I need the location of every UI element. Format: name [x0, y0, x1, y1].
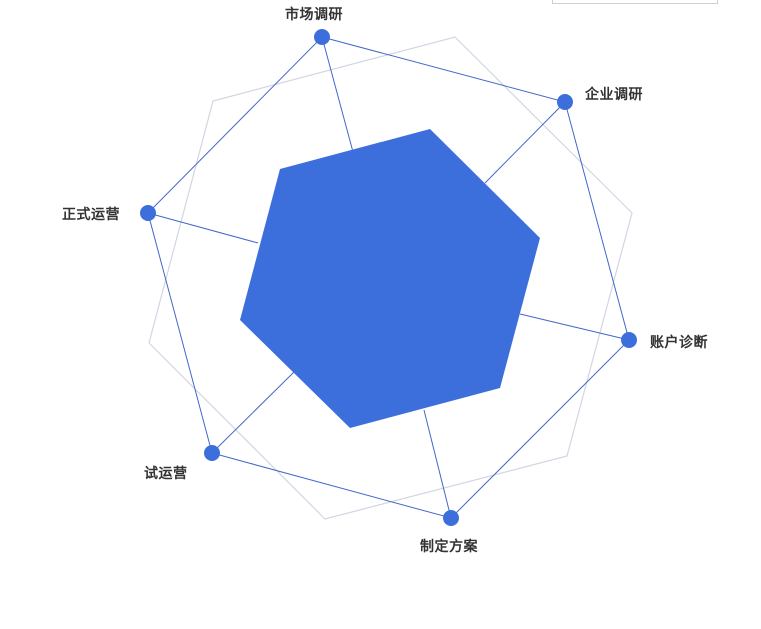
label-plan: 制定方案: [420, 539, 478, 555]
node-dot-trial-operation[interactable]: [204, 445, 220, 461]
grey-outline-hexagon: [148, 36, 633, 520]
node-dot-account-diagnosis[interactable]: [621, 332, 637, 348]
label-formal-operation: 正式运营: [62, 207, 120, 223]
node-dot-market-research[interactable]: [314, 29, 330, 45]
node-dot-plan[interactable]: [443, 510, 459, 526]
label-trial-operation: 试运营: [144, 466, 188, 482]
center-blue-hexagon: [240, 129, 540, 428]
node-dot-enterprise-research[interactable]: [557, 94, 573, 110]
label-enterprise-research: 企业调研: [585, 87, 643, 103]
top-right-box: [552, 0, 718, 4]
node-dot-formal-operation[interactable]: [140, 205, 156, 221]
spokes: [147, 36, 630, 519]
label-account-diagnosis: 账户诊断: [650, 335, 708, 351]
label-market-research: 市场调研: [285, 7, 343, 23]
